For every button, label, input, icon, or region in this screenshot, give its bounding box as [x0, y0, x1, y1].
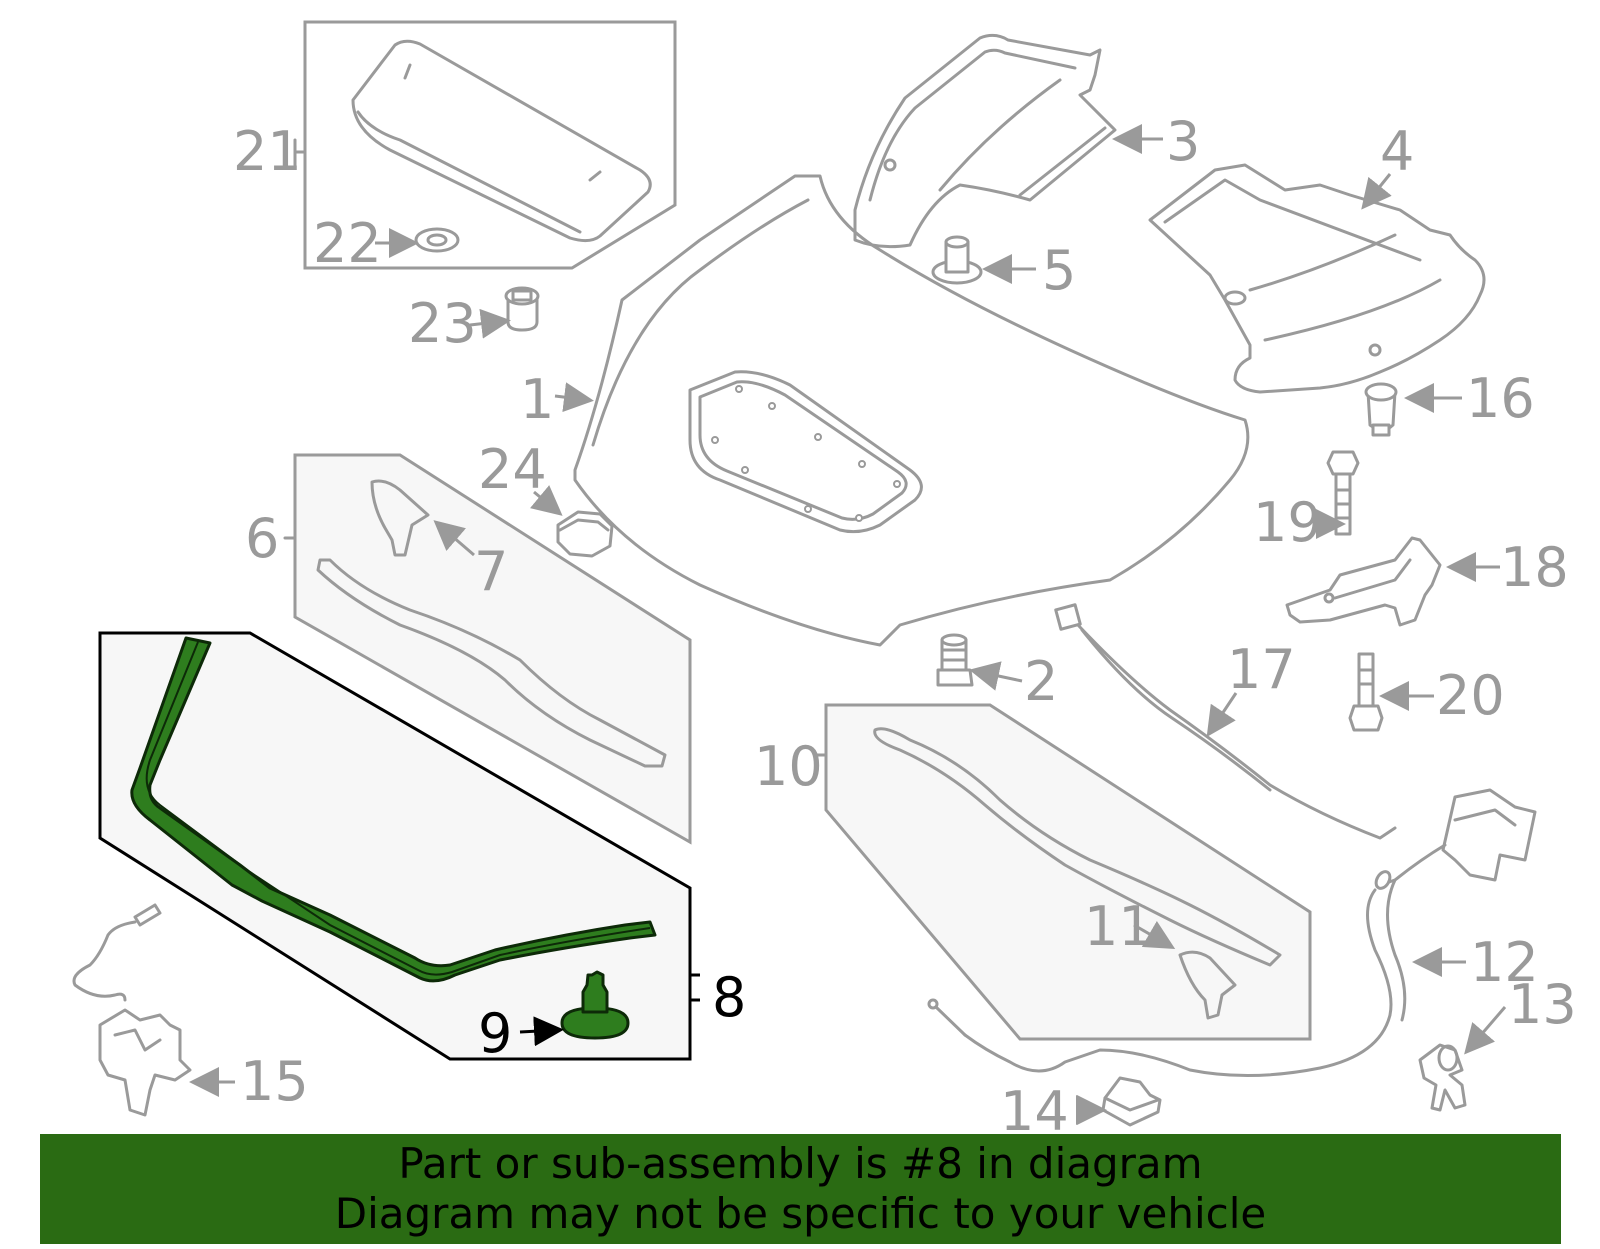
part-info-banner: Part or sub-assembly is #8 in diagram Di… [40, 1134, 1561, 1244]
hood-latch-bracket-icon [1285, 536, 1442, 627]
hood-panel-icon [573, 174, 1250, 647]
banner-line-1: Part or sub-assembly is #8 in diagram [398, 1139, 1203, 1188]
hood-latch-icon [927, 788, 1537, 1077]
hood-bumper-icon [931, 235, 983, 285]
hood-bumper-icon-2 [936, 633, 974, 687]
callout-2: 2 [1024, 650, 1058, 713]
kit-box-10 [813, 703, 1312, 1041]
push-pin-clip-icon [560, 1006, 630, 1040]
clip-icon [1418, 1043, 1467, 1112]
kit-box-6 [283, 453, 692, 845]
callout-18: 18 [1500, 536, 1569, 599]
callout-22: 22 [313, 212, 382, 275]
bolt-icon-2 [1348, 652, 1384, 732]
callout-14: 14 [1000, 1080, 1069, 1143]
release-cable-icon [1054, 603, 1397, 840]
callout-10: 10 [754, 735, 823, 798]
callout-15: 15 [240, 1050, 309, 1113]
callout-4: 4 [1380, 120, 1414, 183]
callout-3: 3 [1166, 110, 1200, 173]
hood-scoop-icon [351, 39, 652, 243]
callout-12: 12 [1470, 931, 1539, 994]
kit-box-21 [293, 20, 677, 270]
leader-lines [189, 124, 1507, 1125]
callout-16: 16 [1466, 367, 1535, 430]
plug-icon [504, 286, 540, 332]
callout-1: 1 [520, 368, 554, 431]
callout-19: 19 [1253, 491, 1322, 554]
callout-21: 21 [233, 120, 302, 183]
hood-latch-switch-icon [72, 903, 192, 1117]
hood-insulator-front-icon [853, 33, 1117, 249]
callout-labels: 1 2 3 4 5 6 7 8 9 10 11 12 13 14 15 16 1… [233, 110, 1577, 1143]
callout-24: 24 [478, 438, 547, 501]
callout-9: 9 [478, 1002, 512, 1065]
cable-clip-icon [1101, 1076, 1162, 1127]
callout-23: 23 [408, 292, 477, 355]
hood-insulator-rear-icon [1148, 163, 1486, 394]
callout-7: 7 [474, 540, 508, 603]
cap-icon [556, 510, 614, 558]
hood-stop-icon [1364, 382, 1398, 437]
callout-11: 11 [1084, 895, 1153, 958]
callout-13: 13 [1508, 973, 1577, 1036]
kit-box-8-highlighted [98, 631, 700, 1061]
callout-6: 6 [245, 507, 279, 570]
callout-20: 20 [1436, 664, 1505, 727]
callout-17: 17 [1227, 638, 1296, 701]
callout-8: 8 [712, 966, 746, 1029]
callout-5: 5 [1042, 239, 1076, 302]
banner-line-2: Diagram may not be specific to your vehi… [334, 1189, 1267, 1238]
bolt-icon [1326, 450, 1360, 536]
